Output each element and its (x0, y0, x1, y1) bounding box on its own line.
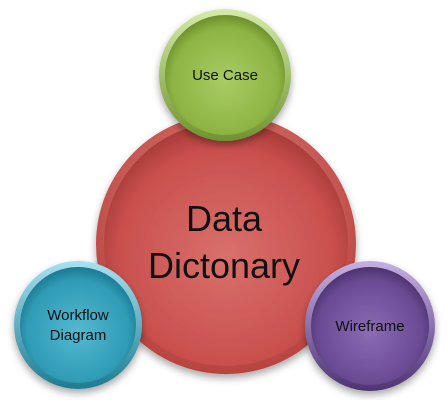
workflow-diagram-label-line1: Workflow (47, 307, 109, 324)
center-node (96, 114, 356, 374)
wireframe-node (305, 261, 435, 391)
center-label-line1: Data (186, 198, 263, 239)
use-case-node (159, 9, 291, 141)
wireframe-label: Wireframe (335, 318, 404, 335)
workflow-diagram-label-line2: Diagram (50, 327, 107, 344)
center-label-line2: Dictonary (148, 245, 300, 286)
use-case-node-fill (165, 15, 285, 135)
wireframe-node-fill (311, 267, 429, 385)
use-case-label: Use Case (192, 67, 258, 84)
workflow-diagram-node (14, 261, 142, 389)
workflow-diagram-node-fill (20, 267, 136, 383)
center-node-fill (104, 122, 348, 366)
